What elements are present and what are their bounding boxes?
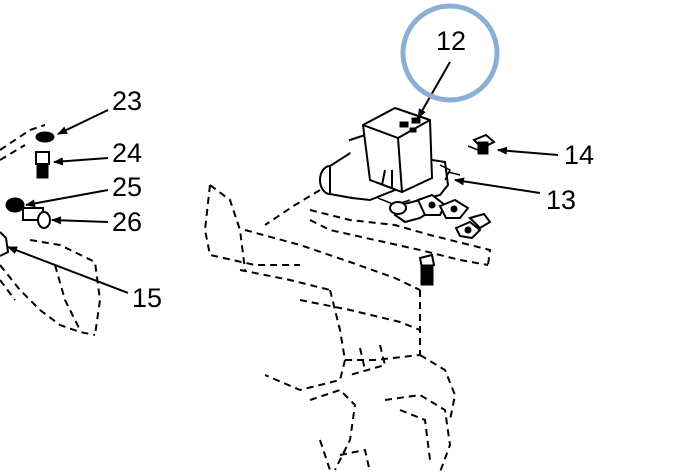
part-24-screw — [35, 151, 50, 179]
part-12-motor-assembly — [319, 106, 450, 224]
callout-13: 13 — [546, 185, 576, 215]
part-25-washer — [5, 197, 25, 213]
callout-15: 15 — [132, 283, 162, 313]
callout-25: 25 — [112, 172, 142, 202]
callout-12-highlight-ring — [400, 3, 500, 103]
part-23-washer — [35, 131, 55, 143]
callout-26: 26 — [112, 207, 142, 237]
callout-12: 12 — [436, 26, 466, 56]
part-15-mount — [0, 231, 10, 257]
leader-lines — [7, 61, 559, 294]
part-26-bolt — [22, 207, 51, 229]
hidden-frame-outline — [0, 124, 492, 472]
callout-14: 14 — [564, 140, 594, 170]
bottom-screw — [418, 253, 436, 286]
part-14-screw — [467, 133, 496, 155]
callout-24: 24 — [112, 138, 142, 168]
part-13-clips — [416, 164, 492, 240]
callout-23: 23 — [112, 86, 142, 116]
